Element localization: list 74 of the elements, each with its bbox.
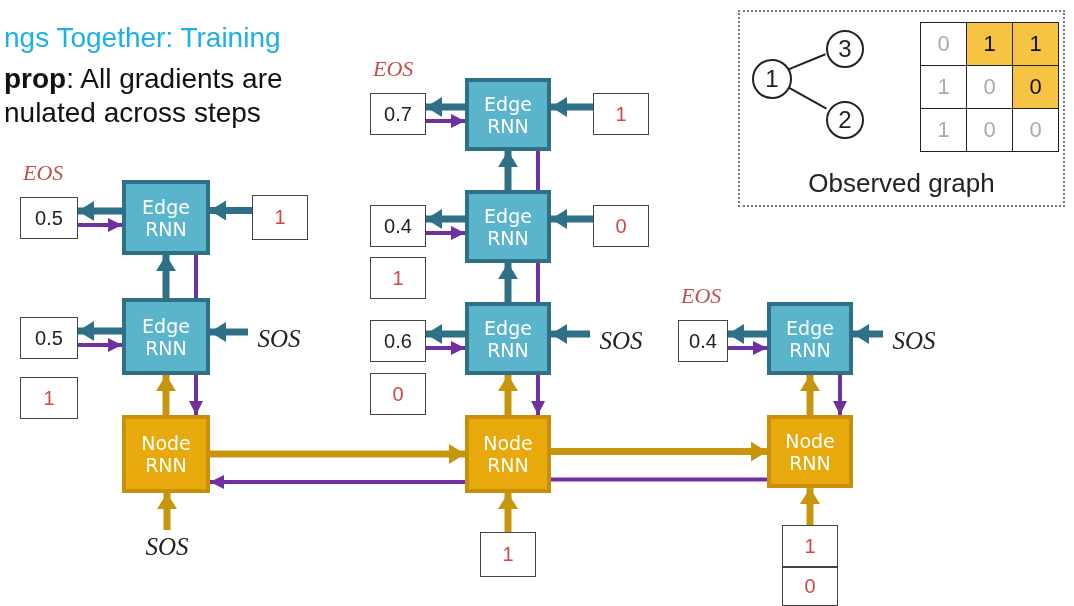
slide-title: ngs Together: Training	[4, 22, 281, 54]
node-rnn-box: Node RNN	[465, 415, 551, 493]
value-box: 1	[252, 195, 308, 240]
observed-graph-panel	[738, 10, 1065, 207]
arrow	[426, 324, 465, 344]
value-box: 0.4	[370, 205, 426, 247]
sos-label: SOS	[590, 324, 652, 358]
backprop-arrow	[426, 114, 465, 128]
graph-node-circle: 3	[826, 30, 864, 68]
value-box: 1	[370, 257, 426, 299]
arrow	[156, 375, 176, 415]
arrow	[498, 263, 518, 302]
edge-rnn-box: Edge RNN	[122, 298, 210, 375]
matrix-cell: 1	[920, 108, 967, 152]
arrow	[426, 97, 465, 117]
backprop-arrow	[728, 341, 767, 355]
body-text: prop: All gradients are nulated across steps	[4, 62, 284, 130]
backprop-arrow	[426, 341, 465, 355]
node-rnn-box: Node RNN	[767, 415, 853, 488]
arrow	[426, 209, 465, 229]
value-text: 0.4	[689, 329, 717, 353]
matrix-cell: 0	[1012, 108, 1059, 152]
backprop-arrow	[78, 218, 122, 232]
arrow	[498, 375, 518, 415]
graph-edge-line	[787, 53, 827, 71]
edge-rnn-box: Edge RNN	[465, 190, 551, 263]
eos-label: EOS	[373, 56, 414, 82]
eos-label: EOS	[23, 160, 64, 186]
arrow	[551, 441, 767, 462]
value-box: 0	[782, 567, 838, 606]
arrow	[78, 321, 122, 341]
arrow	[210, 200, 252, 221]
value-text: 0.7	[384, 102, 412, 126]
value-box: 0.6	[370, 320, 426, 362]
arrow	[728, 324, 767, 344]
arrow	[498, 493, 518, 532]
caption-text: Observed graph	[807, 168, 996, 199]
edge-rnn-box: Edge RNN	[122, 180, 210, 255]
arrow	[551, 209, 593, 229]
edge-rnn-box: Edge RNN	[767, 302, 853, 375]
matrix-cell: 0	[920, 22, 967, 66]
value-box: 0.5	[20, 317, 78, 359]
backprop-arrow	[78, 338, 122, 352]
value-box: 1	[782, 525, 838, 567]
value-text: 0.5	[35, 206, 63, 230]
arrow	[800, 375, 820, 415]
sos-label: SOS	[136, 530, 198, 564]
node-rnn-box: Node RNN	[122, 415, 210, 493]
value-box: 1	[593, 93, 649, 135]
edge-rnn-box: Edge RNN	[465, 302, 551, 375]
value-box: 0	[370, 373, 426, 415]
backprop-arrow	[210, 475, 465, 489]
matrix-cell: 1	[1012, 22, 1059, 66]
value-box: 0	[593, 205, 649, 247]
arrow	[551, 97, 593, 117]
value-box: 1	[480, 532, 536, 577]
backprop-arrow	[189, 375, 203, 415]
matrix-cell: 0	[1012, 65, 1059, 109]
matrix-cell: 1	[966, 22, 1013, 66]
backprop-arrow	[833, 375, 847, 415]
sos-label: SOS	[248, 322, 310, 356]
arrow	[210, 444, 465, 464]
arrow	[498, 151, 518, 190]
arrow	[156, 255, 176, 298]
backprop-arrow	[531, 375, 545, 415]
eos-label: EOS	[681, 283, 722, 309]
backprop-arrow	[426, 226, 465, 240]
sos-label: SOS	[883, 324, 945, 358]
graph-node-circle: 1	[752, 59, 792, 99]
value-box: 1	[20, 377, 78, 419]
edge-rnn-box: Edge RNN	[465, 78, 551, 151]
graph-node-circle: 2	[826, 101, 864, 139]
arrow	[800, 488, 820, 525]
arrow	[78, 201, 122, 221]
